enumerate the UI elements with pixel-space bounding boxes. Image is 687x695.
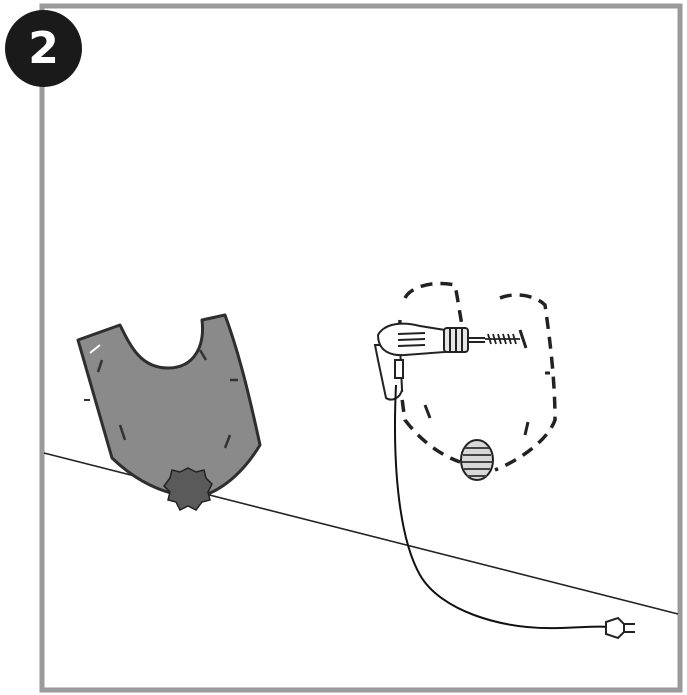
plate-knob [163, 467, 213, 512]
screw-icon [485, 329, 528, 349]
power-cord [394, 384, 609, 630]
wall-plug-icon [460, 439, 494, 481]
drill-icon [373, 322, 485, 401]
step-number: 2 [28, 23, 59, 74]
power-plug-icon [605, 616, 635, 640]
template-slots [423, 371, 550, 436]
mounting-plate [76, 313, 262, 498]
frame-border [39, 3, 683, 693]
step-number-badge: 2 [5, 10, 82, 87]
